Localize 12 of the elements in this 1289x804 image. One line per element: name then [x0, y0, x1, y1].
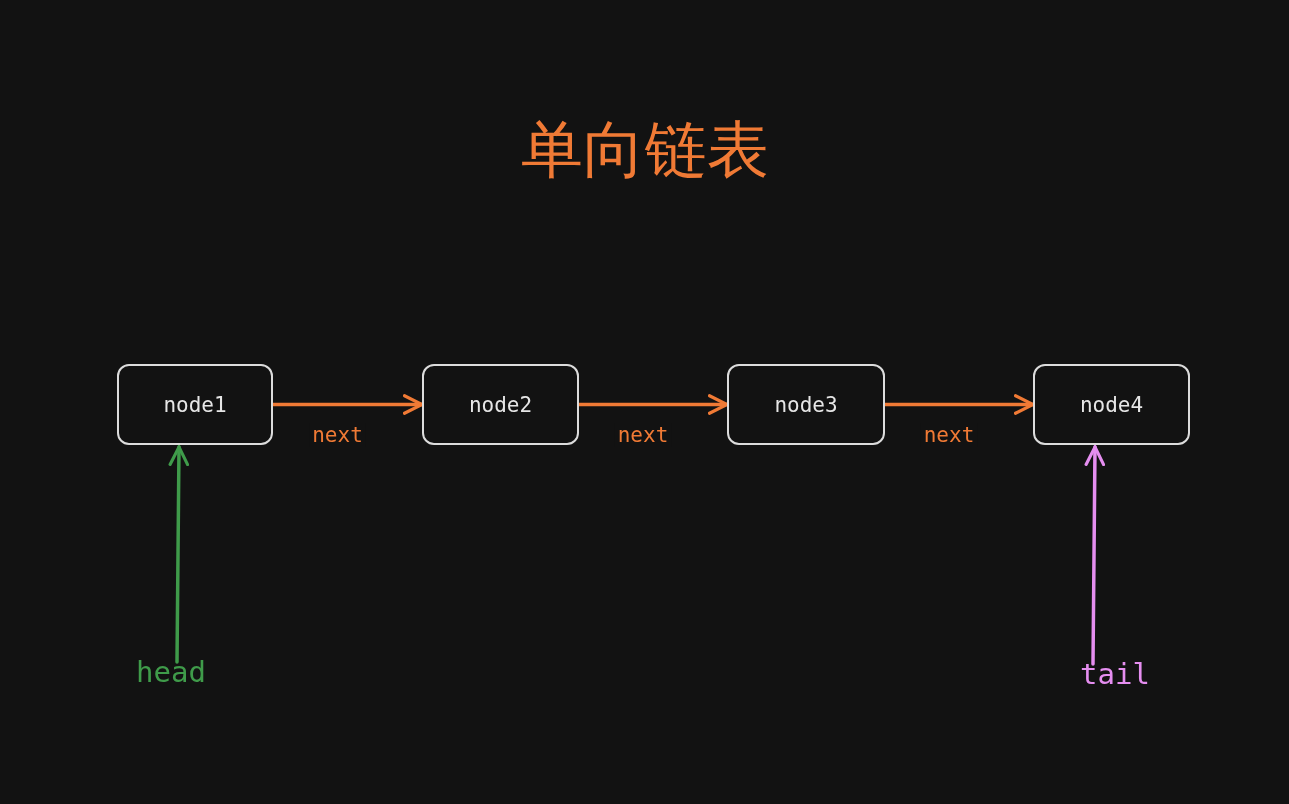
arrow: [883, 394, 1035, 415]
pointer-label: head: [121, 650, 221, 694]
pointer-label: tail: [1065, 652, 1165, 696]
arrow: [1084, 445, 1106, 666]
arrow: [271, 394, 424, 415]
list-node-box: node3: [727, 364, 885, 445]
title: 单向链表: [520, 112, 769, 188]
list-node-box: node2: [422, 364, 579, 445]
list-node-box: node1: [117, 364, 273, 445]
arrow: [577, 394, 729, 415]
list-node-box: node4: [1033, 364, 1190, 445]
arrow: [168, 445, 190, 664]
